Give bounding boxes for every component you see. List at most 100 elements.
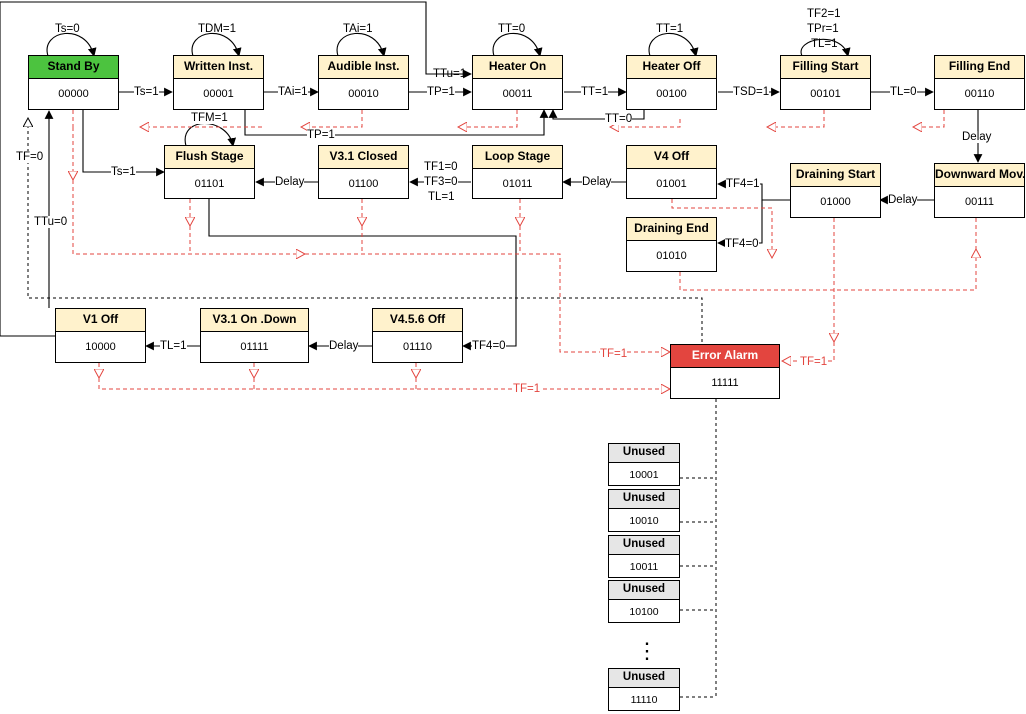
label-loop-heater-off: TT=1 [656, 23, 684, 35]
state-v1-off: V1 Off 10000 [55, 308, 146, 363]
state-written-inst: Written Inst. 00001 [173, 55, 264, 110]
state-code: 10000 [85, 341, 116, 353]
state-code: 00100 [656, 88, 687, 100]
state-name: Unused [609, 536, 679, 555]
loop-heater-off [648, 32, 699, 57]
label-tl1-b: TL=1 [160, 340, 187, 352]
state-code: 01101 [194, 178, 225, 190]
state-code: 01011 [502, 178, 533, 190]
label-tpr: TPr=1 [807, 23, 839, 35]
loop-heater-on [492, 32, 543, 57]
label-tf1-error-a: TF=1 [600, 348, 628, 360]
state-code: 00111 [965, 196, 994, 208]
dashed-black [28, 118, 717, 698]
state-name: Downward Mov. [935, 164, 1025, 187]
state-name: Draining End [627, 218, 716, 241]
state-name: Filling Start [781, 56, 870, 79]
unused-state: Unused 11110 [608, 668, 680, 711]
label-ts1-b: Ts=1 [111, 166, 136, 178]
loop-filling-start [800, 38, 851, 57]
state-name: Unused [609, 669, 679, 688]
label-loop-audible: TAi=1 [343, 23, 373, 35]
state-downward-mov: Downward Mov. 00111 [934, 163, 1025, 218]
state-filling-end: Filling End 00110 [934, 55, 1025, 110]
state-heater-on: Heater On 00011 [472, 55, 563, 110]
label-tf1: TF1=0 [424, 161, 458, 173]
state-code: 00011 [502, 88, 533, 100]
state-name: V3.1 Closed [319, 146, 408, 169]
unused-ellipsis: ⋮ [636, 638, 658, 663]
state-loop-stage: Loop Stage 01011 [472, 145, 563, 199]
state-name: Loop Stage [473, 146, 562, 169]
state-name: V3.1 On .Down [201, 309, 308, 332]
label-loop-written: TDM=1 [198, 23, 237, 35]
state-name: Heater On [473, 56, 562, 79]
state-v456-off: V4.5.6 Off 01110 [372, 308, 463, 363]
label-tl1-loop: TL=1 [811, 38, 838, 50]
state-name: Flush Stage [165, 146, 254, 169]
error-paths [73, 110, 976, 389]
state-name: Unused [609, 490, 679, 509]
unused-state: Unused 10100 [608, 580, 680, 623]
state-name: Heater Off [627, 56, 716, 79]
label-delay-e: Delay [329, 340, 359, 352]
loop-standby [46, 32, 97, 57]
label-tf0: TF=0 [16, 151, 44, 163]
state-name: Error Alarm [671, 345, 779, 368]
state-draining-start: Draining Start 01000 [790, 163, 881, 218]
label-tfm: TFM=1 [191, 112, 228, 124]
state-standby: Stand By 00000 [28, 55, 119, 110]
label-tf1-error-b: TF=1 [800, 356, 828, 368]
label-tf4-0-b: TF4=0 [472, 340, 506, 352]
label-ttu0: TTu=0 [34, 216, 68, 228]
label-delay-c: Delay [582, 176, 612, 188]
state-name: V1 Off [56, 309, 145, 332]
label-delay-a: Delay [962, 131, 992, 143]
label-loop-heater-on: TT=0 [498, 23, 526, 35]
loop-audible [336, 32, 387, 57]
state-v4-off: V4 Off 01001 [626, 145, 717, 199]
label-tt0-back: TT=0 [605, 113, 633, 125]
state-code: 11111 [711, 377, 739, 389]
unused-state: Unused 10010 [608, 489, 680, 532]
unused-state: Unused 10011 [608, 535, 680, 578]
state-name: Unused [609, 581, 679, 600]
state-code: 10100 [629, 606, 659, 618]
state-code: 10010 [629, 515, 659, 527]
state-code: 01000 [820, 196, 851, 208]
label-tf4-1: TF4=1 [726, 178, 760, 190]
state-filling-start: Filling Start 00101 [780, 55, 871, 110]
unused-state: Unused 10001 [608, 443, 680, 486]
state-v31-closed: V3.1 Closed 01100 [318, 145, 409, 199]
state-code: 10011 [629, 561, 659, 573]
label-tt1: TT=1 [581, 86, 609, 98]
state-name: V4.5.6 Off [373, 309, 462, 332]
state-code: 00110 [964, 88, 995, 100]
label-tp1-a: TP=1 [427, 86, 455, 98]
label-tl0: TL=0 [890, 86, 917, 98]
state-name: V4 Off [627, 146, 716, 169]
state-v31-on-down: V3.1 On .Down 01111 [200, 308, 309, 363]
label-ttu1: TTu=1 [433, 68, 467, 80]
state-flush-stage: Flush Stage 01101 [164, 145, 255, 199]
state-name: Written Inst. [174, 56, 263, 79]
state-draining-end: Draining End 01010 [626, 217, 717, 272]
state-code: 00001 [203, 88, 234, 100]
label-tf1-error-c: TF=1 [513, 383, 541, 395]
state-code: 01111 [240, 341, 269, 353]
label-tl1: TL=1 [428, 191, 455, 203]
state-code: 01100 [348, 178, 379, 190]
state-audible-inst: Audible Inst. 00010 [318, 55, 409, 110]
label-tf4-0-a: TF4=0 [725, 238, 759, 250]
state-name: Unused [609, 444, 679, 463]
label-delay-b: Delay [275, 176, 305, 188]
state-code: 01001 [656, 178, 687, 190]
state-code: 00101 [810, 88, 841, 100]
label-tsd1: TSD=1 [733, 86, 770, 98]
label-loop-standby: Ts=0 [55, 23, 80, 35]
state-code: 11110 [630, 694, 658, 706]
label-ts1-a: Ts=1 [134, 86, 159, 98]
label-delay-d: Delay [888, 194, 918, 206]
label-tf2: TF2=1 [807, 8, 841, 20]
state-name: Filling End [935, 56, 1024, 79]
